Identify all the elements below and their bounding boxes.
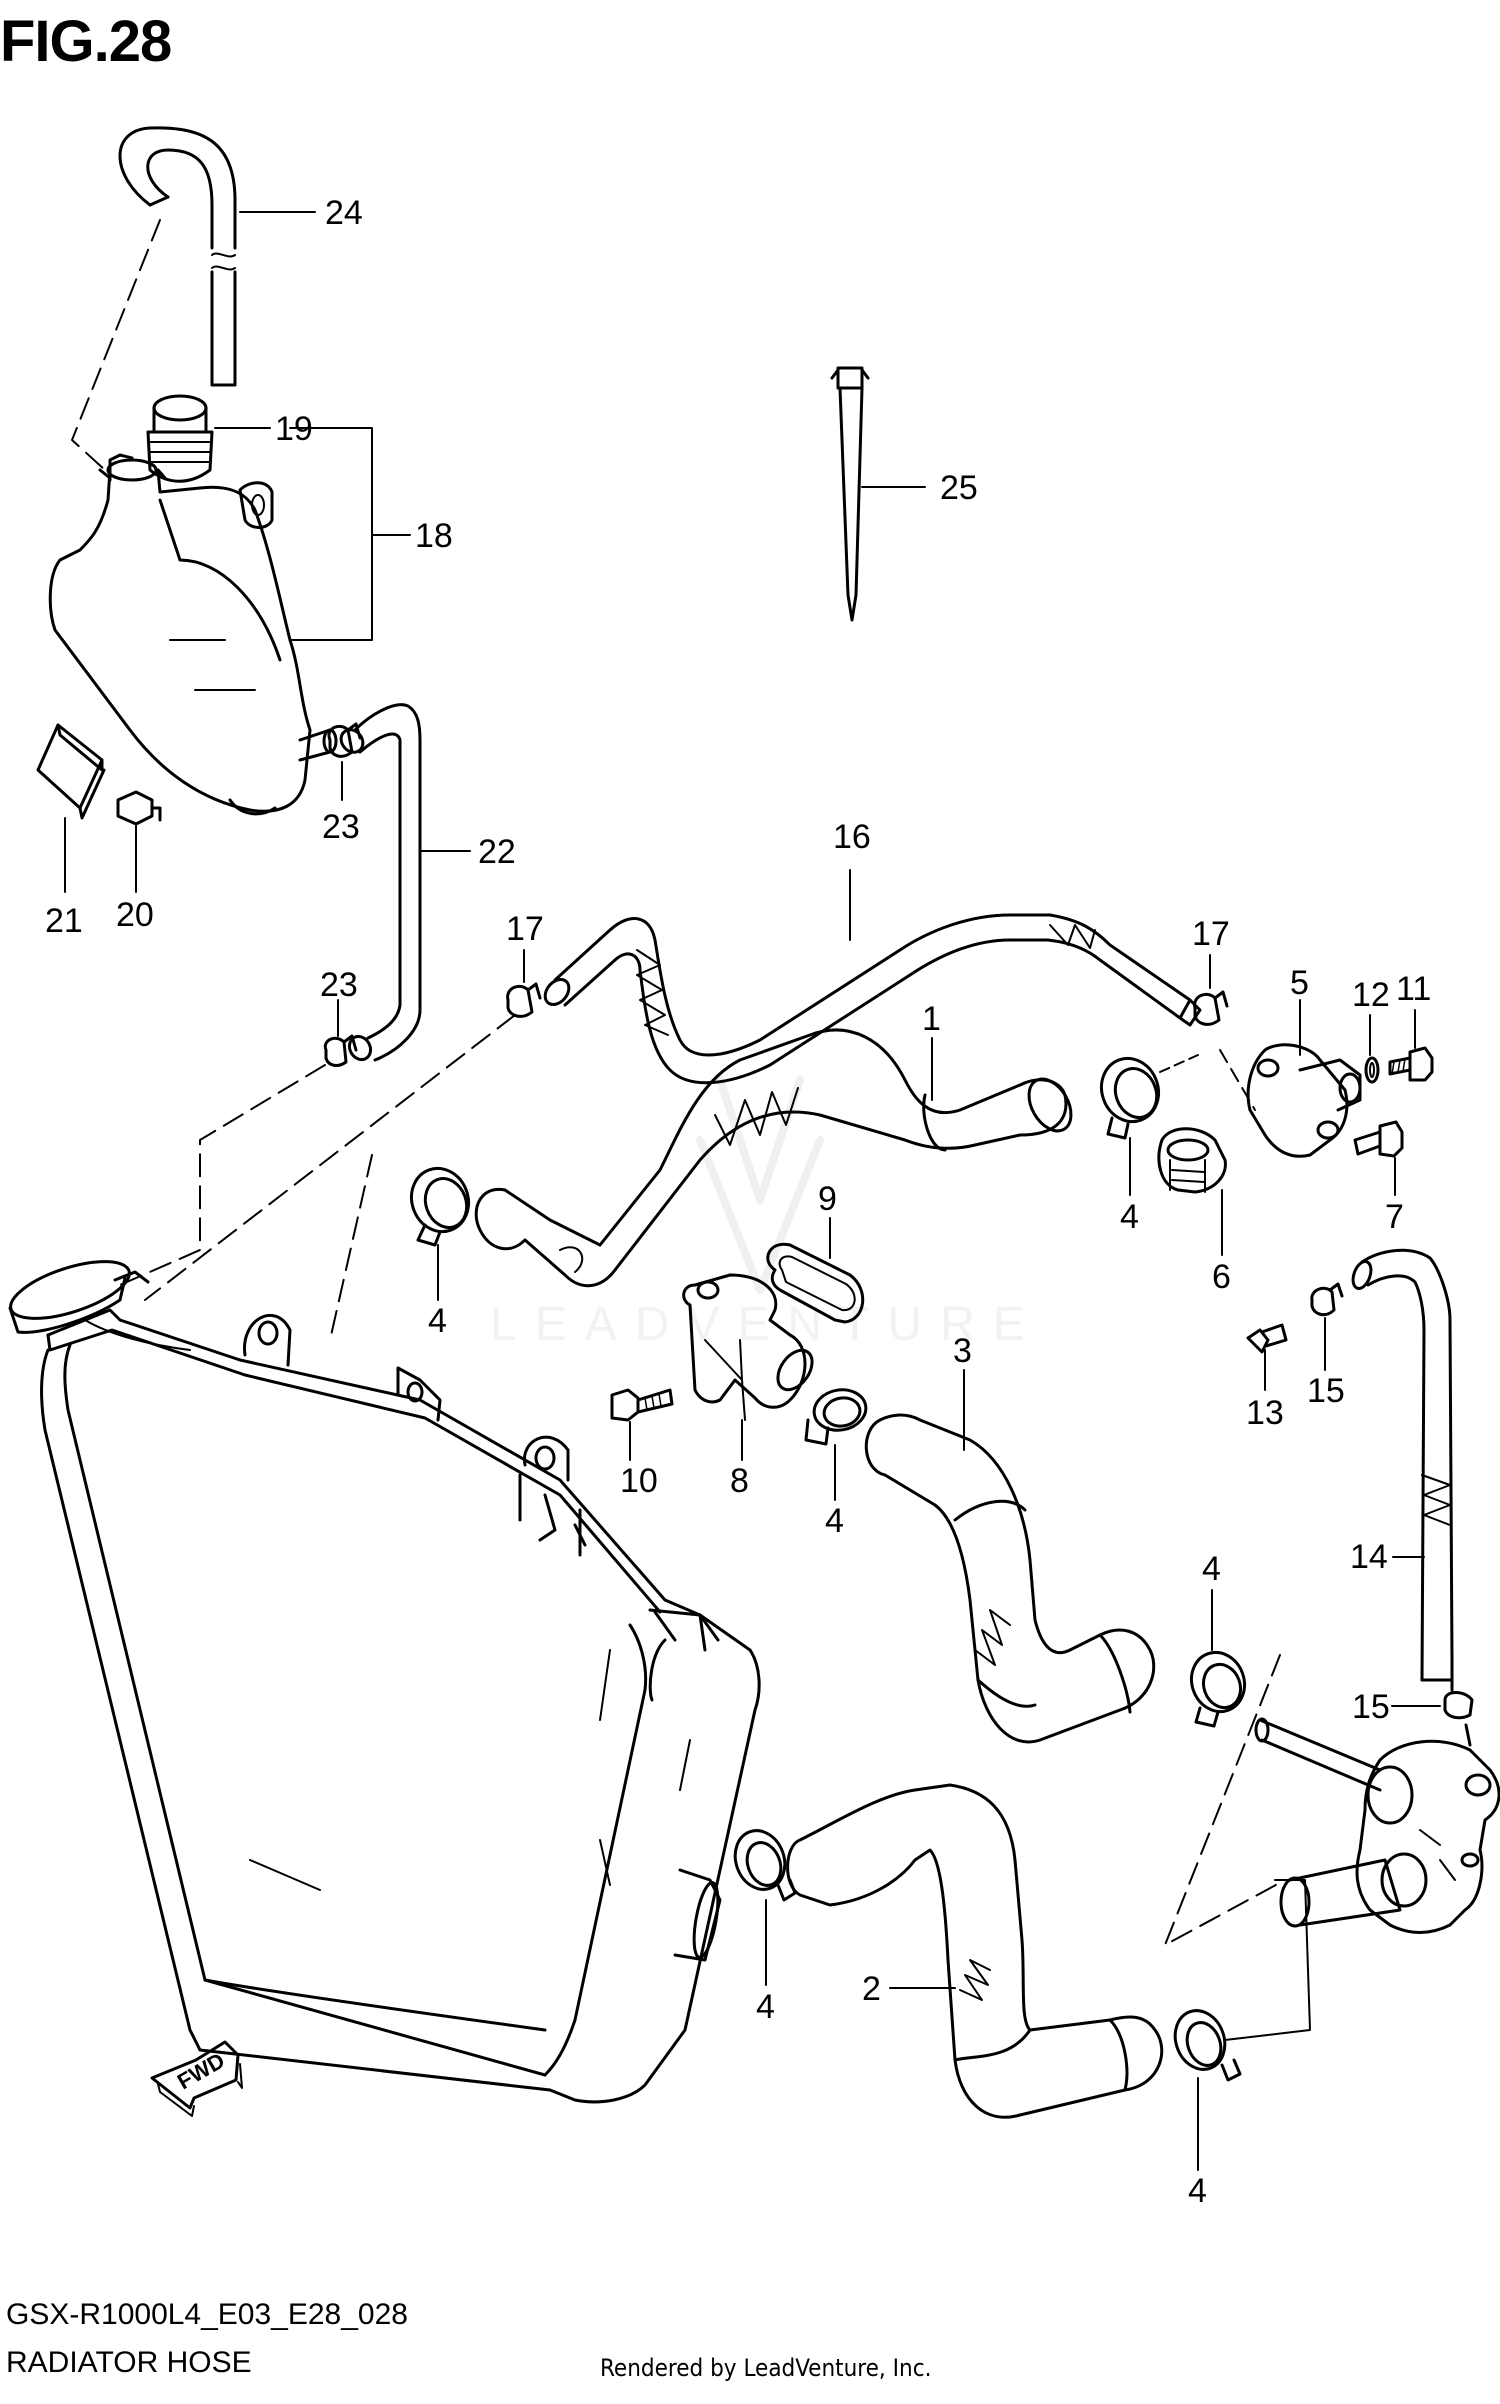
dashed-guide bbox=[144, 1014, 516, 1301]
cable-tie-25 bbox=[830, 366, 870, 622]
bolt-13 bbox=[1246, 1323, 1288, 1354]
callout-5: 5 bbox=[1290, 964, 1309, 1002]
bracket-18 bbox=[289, 427, 373, 641]
callout-3: 3 bbox=[953, 1332, 972, 1370]
clip-23-lower bbox=[323, 1034, 358, 1067]
callout-4-c: 4 bbox=[825, 1502, 844, 1540]
thermostat-cover-5 bbox=[1246, 1043, 1362, 1158]
reservoir-cap-19 bbox=[146, 394, 214, 483]
callout-4-b: 4 bbox=[1120, 1198, 1139, 1236]
callout-4-a: 4 bbox=[428, 1302, 447, 1340]
callout-18: 18 bbox=[415, 517, 453, 555]
callout-15-lower: 15 bbox=[1352, 1688, 1390, 1726]
callout-8: 8 bbox=[730, 1462, 749, 1500]
diagram-caption: RADIATOR HOSE bbox=[6, 2346, 252, 2379]
clamp-4-c bbox=[804, 1388, 868, 1446]
clip-17-left bbox=[506, 982, 542, 1018]
dashed-guide bbox=[1159, 1054, 1199, 1073]
lower-radiator-hose-3 bbox=[864, 1413, 1156, 1744]
callout-6: 6 bbox=[1212, 1258, 1231, 1296]
bolt-10 bbox=[610, 1388, 674, 1422]
hose-14 bbox=[1351, 1248, 1454, 1692]
clip-23-upper bbox=[327, 722, 362, 758]
callout-16: 16 bbox=[833, 818, 871, 856]
water-pump bbox=[1254, 1717, 1500, 1934]
bolt-11 bbox=[1388, 1046, 1434, 1082]
lower-hose-2 bbox=[786, 1783, 1164, 2119]
callout-23-lower: 23 bbox=[320, 966, 358, 1004]
clamp-4-e bbox=[733, 1829, 797, 1902]
render-credit: Rendered by LeadVenture, Inc. bbox=[600, 2354, 932, 2382]
gasket-9 bbox=[766, 1242, 865, 1324]
callout-13: 13 bbox=[1246, 1394, 1284, 1432]
o-ring-12 bbox=[1364, 1056, 1380, 1084]
dashed-guide bbox=[329, 1154, 373, 1341]
callout-22: 22 bbox=[478, 833, 516, 871]
callout-20: 20 bbox=[116, 896, 154, 934]
callout-23-upper: 23 bbox=[322, 808, 360, 846]
callout-4-f: 4 bbox=[1188, 2172, 1207, 2210]
clip-17-right bbox=[1193, 990, 1229, 1026]
model-code: GSX-R1000L4_E03_E28_028 bbox=[6, 2298, 408, 2331]
pad-21 bbox=[36, 723, 106, 820]
callout-17-left: 17 bbox=[506, 910, 544, 948]
overflow-hose-22 bbox=[339, 703, 422, 1062]
radiator bbox=[8, 1260, 761, 2104]
watermark: LEADVENTURE bbox=[490, 1076, 1043, 1351]
callout-11: 11 bbox=[1396, 970, 1431, 1008]
clip-15-upper bbox=[1310, 1282, 1344, 1317]
dashed-guide bbox=[71, 219, 161, 471]
callout-24: 24 bbox=[325, 194, 363, 232]
clamp-4-f bbox=[1173, 2009, 1242, 2082]
bypass-hose-16 bbox=[543, 913, 1202, 1085]
bolt-7 bbox=[1353, 1120, 1404, 1158]
callout-10: 10 bbox=[620, 1462, 658, 1500]
callout-1: 1 bbox=[922, 1000, 941, 1038]
callout-17-right: 17 bbox=[1192, 915, 1230, 953]
water-outlet-fitting-8 bbox=[682, 1273, 814, 1421]
reservoir-tank-18 bbox=[48, 453, 338, 816]
callout-9: 9 bbox=[818, 1180, 837, 1218]
dashed-guide bbox=[1219, 1049, 1256, 1111]
clip-15-lower bbox=[1443, 1691, 1474, 1720]
dashed-guide bbox=[119, 1064, 326, 1286]
callout-15-upper: 15 bbox=[1307, 1372, 1345, 1410]
figure-title: FIG.28 bbox=[0, 9, 172, 74]
callout-4-e: 4 bbox=[756, 1988, 775, 2026]
clamp-4-d bbox=[1190, 1650, 1246, 1728]
upper-radiator-hose-1 bbox=[474, 1028, 1073, 1288]
callout-25: 25 bbox=[940, 469, 978, 507]
callout-4-d: 4 bbox=[1202, 1550, 1221, 1588]
watermark-text: LEADVENTURE bbox=[490, 1298, 1043, 1351]
callout-21: 21 bbox=[45, 902, 83, 940]
clamp-4-b bbox=[1100, 1056, 1160, 1140]
clamp-4-a bbox=[410, 1166, 470, 1247]
thermostat-6 bbox=[1157, 1127, 1227, 1194]
callout-2: 2 bbox=[862, 1970, 881, 2008]
bracket-line bbox=[1224, 1879, 1311, 2041]
reservoir-hose-24 bbox=[118, 126, 237, 387]
dashed-guide bbox=[1164, 1654, 1286, 1946]
callout-12: 12 bbox=[1352, 976, 1390, 1014]
callout-7: 7 bbox=[1385, 1198, 1404, 1236]
callout-14: 14 bbox=[1350, 1538, 1388, 1576]
bolt-20 bbox=[116, 790, 162, 826]
callout-19: 19 bbox=[275, 410, 313, 448]
